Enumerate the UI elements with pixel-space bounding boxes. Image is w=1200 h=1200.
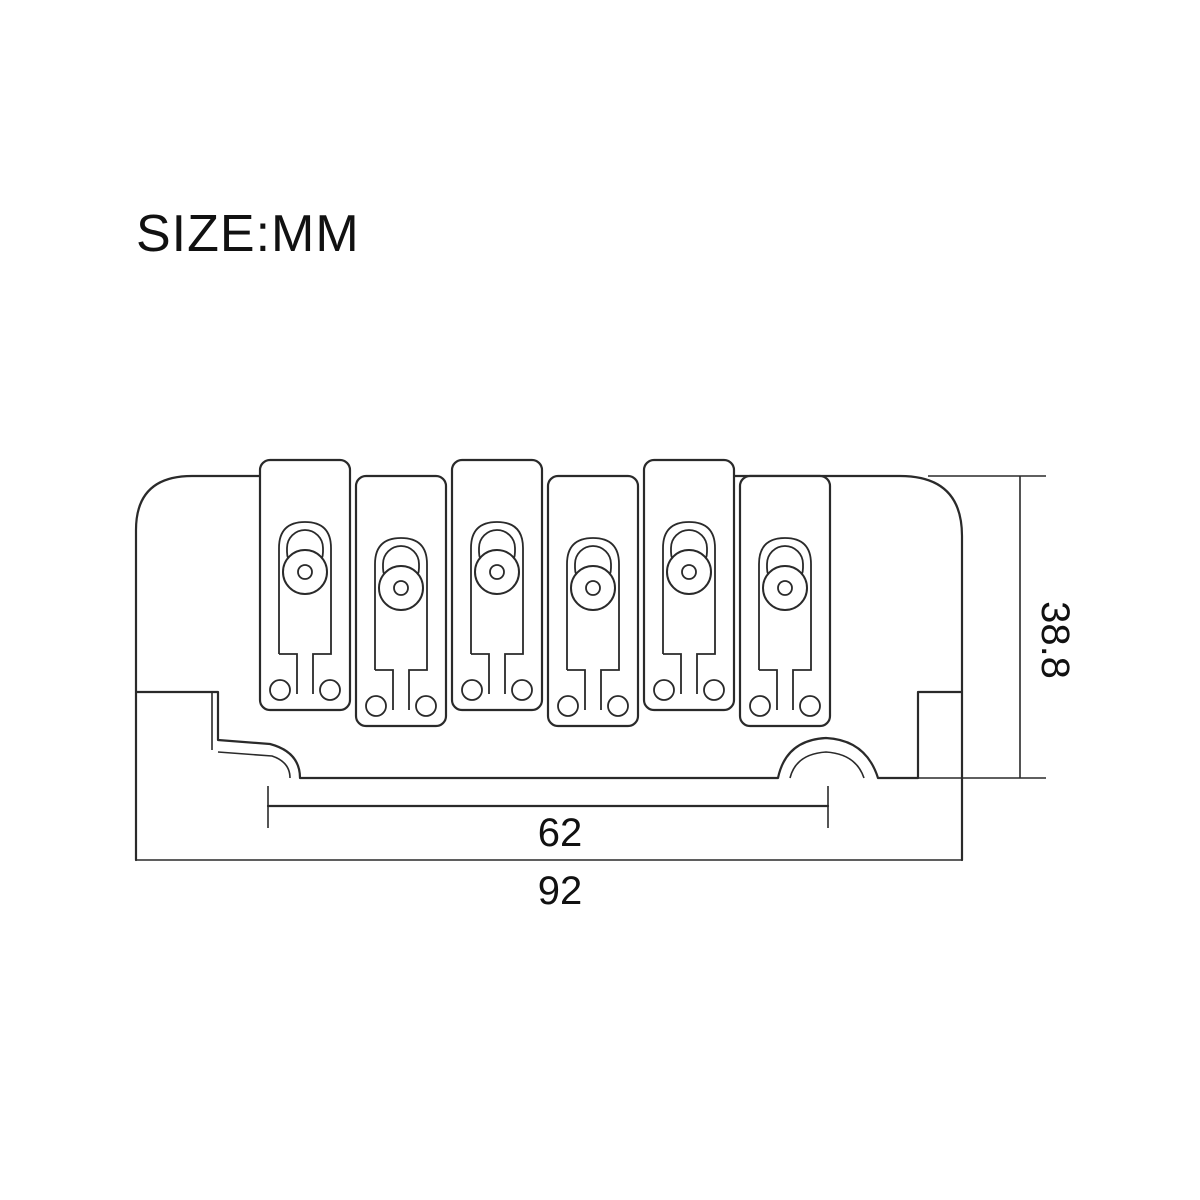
saddle-4 <box>546 474 640 728</box>
outer-width-dimension: 92 <box>136 859 962 913</box>
inner-width-dimension: 62 <box>266 786 830 855</box>
saddle-2 <box>354 474 448 728</box>
saddle-screw-left <box>653 679 675 701</box>
saddle-group <box>258 458 832 728</box>
saddle-screw-right <box>703 679 725 701</box>
saddle-1 <box>258 458 352 712</box>
saddle-roller <box>378 565 424 611</box>
saddle-5 <box>642 458 736 712</box>
saddle-screw-right <box>511 679 533 701</box>
saddle-roller <box>666 549 712 595</box>
saddle-roller <box>570 565 616 611</box>
saddle-screw-right <box>607 695 629 717</box>
saddle-slot <box>758 537 812 710</box>
saddle-screw-left <box>557 695 579 717</box>
saddle-roller-axle <box>681 564 697 580</box>
saddle-screw-left <box>269 679 291 701</box>
saddle-slot <box>470 521 524 694</box>
saddle-roller <box>762 565 808 611</box>
height-dimension: 38.8 <box>918 475 1077 779</box>
inner-width-label: 62 <box>538 811 583 855</box>
height-label: 38.8 <box>1033 601 1077 679</box>
saddle-screw-right <box>799 695 821 717</box>
saddle-slot <box>566 537 620 710</box>
outer-width-label: 92 <box>538 869 583 913</box>
saddle-roller-axle <box>777 580 793 596</box>
saddle-screw-right <box>415 695 437 717</box>
saddle-3 <box>450 458 544 712</box>
saddle-roller-axle <box>489 564 505 580</box>
saddle-screw-left <box>365 695 387 717</box>
saddle-slot <box>374 537 428 710</box>
saddle-slot <box>662 521 716 694</box>
bridge-step-left <box>217 751 291 779</box>
bridge-base-plate <box>134 474 964 862</box>
saddle-screw-right <box>319 679 341 701</box>
saddle-roller <box>282 549 328 595</box>
saddle-roller-axle <box>585 580 601 596</box>
bridge-mount-slot-right <box>789 751 865 779</box>
saddle-slot <box>278 521 332 694</box>
saddle-6 <box>738 474 832 728</box>
saddle-roller-axle <box>393 580 409 596</box>
saddle-screw-left <box>749 695 771 717</box>
saddle-roller <box>474 549 520 595</box>
saddle-screw-left <box>461 679 483 701</box>
size-unit-title: SIZE:MM <box>136 205 360 263</box>
saddle-roller-axle <box>297 564 313 580</box>
